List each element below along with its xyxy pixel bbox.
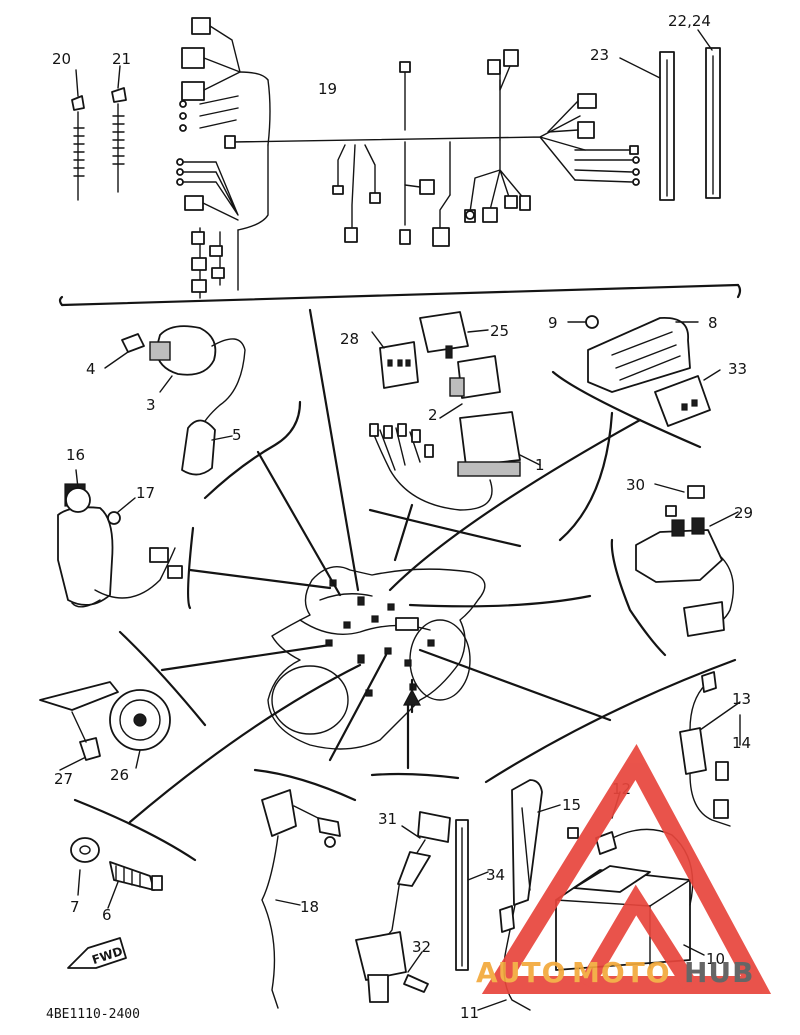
callout-20: 20 (52, 50, 71, 68)
callout-labels: 1 2 3 4 5 6 7 8 9 10 11 12 13 14 15 16 1… (52, 12, 753, 1022)
motorcycle-outline (267, 566, 486, 750)
callout-28: 28 (340, 330, 359, 348)
sensor-18 (261, 789, 341, 1009)
relay-cdi-group (369, 311, 541, 511)
callout-14: 14 (732, 734, 751, 752)
callout-6: 6 (102, 906, 112, 924)
callout-5: 5 (232, 426, 242, 444)
watermark-hub: HUB (684, 956, 755, 989)
battery-10 (555, 791, 705, 971)
neutral-switch-6 (70, 837, 163, 909)
wire-harness-19 (176, 17, 640, 299)
switch-cable-31-34 (355, 811, 489, 1003)
starter-relay-29 (635, 483, 739, 637)
callout-10: 10 (706, 950, 725, 968)
callout-15: 15 (562, 796, 581, 814)
bands-22-24-23 (619, 29, 721, 201)
callout-21: 21 (112, 50, 131, 68)
callout-18: 18 (300, 898, 319, 916)
callout-30: 30 (626, 476, 645, 494)
ignition-coil-3 (104, 325, 246, 476)
fwd-arrow: FWD (67, 937, 127, 969)
callout-9: 9 (548, 314, 558, 332)
callout-23: 23 (590, 46, 609, 64)
battery-band-15 (477, 779, 561, 1011)
callout-19: 19 (318, 80, 337, 98)
callout-29: 29 (734, 504, 753, 522)
callout-8: 8 (708, 314, 718, 332)
callout-4: 4 (86, 360, 96, 378)
callout-16: 16 (66, 446, 85, 464)
callout-34: 34 (486, 866, 505, 884)
callout-17: 17 (136, 484, 155, 502)
callout-11: 11 (460, 1004, 479, 1022)
callout-27: 27 (54, 770, 73, 788)
callout-2: 2 (428, 406, 438, 424)
callout-25: 25 (490, 322, 509, 340)
watermark-auto: AUTO (476, 956, 566, 989)
callout-32: 32 (412, 938, 431, 956)
center-coil-spring (395, 617, 419, 631)
rectifier-regulator-8 (567, 315, 721, 427)
callout-26: 26 (110, 766, 129, 784)
callout-7: 7 (70, 898, 80, 916)
fuse-holder-13 (679, 671, 741, 827)
plug-pair-20-21 (71, 65, 127, 201)
main-switch-16 (57, 469, 183, 608)
callout-22-24: 22,24 (668, 12, 711, 30)
watermark-logo: AUTO MOTO HUB (476, 744, 772, 994)
callout-13: 13 (732, 690, 751, 708)
section-boundaries (58, 283, 742, 862)
callout-31: 31 (378, 810, 397, 828)
diagram-code: 4BE1110-2400 (46, 1007, 140, 1022)
watermark-moto: MOTO (572, 956, 671, 989)
callout-1: 1 (535, 456, 545, 474)
callout-33: 33 (728, 360, 747, 378)
leader-lines (128, 308, 642, 824)
horn-26 (39, 681, 171, 771)
callout-3: 3 (146, 396, 156, 414)
